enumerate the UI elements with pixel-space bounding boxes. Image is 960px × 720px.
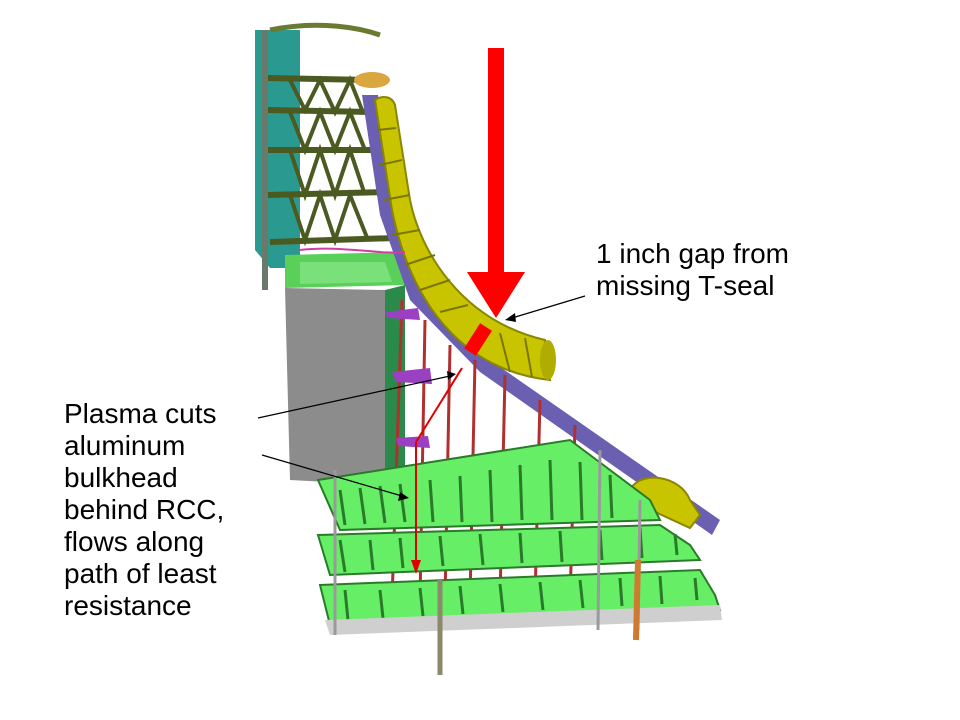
- plasma-annotation: Plasma cuts aluminum bulkhead behind RCC…: [64, 398, 225, 621]
- spar: [362, 95, 720, 535]
- aluminum-bulkhead: [285, 252, 405, 490]
- upper-truss-structure: [255, 22, 396, 290]
- gap-annotation: 1 inch gap from missing T-seal: [596, 238, 789, 301]
- purple-brackets: [299, 247, 432, 448]
- tseal-gap-marker: [464, 323, 492, 356]
- plasma-leader-lines: [257, 371, 456, 501]
- vertical-posts: [333, 449, 642, 675]
- plasma-flow-path: [411, 367, 463, 574]
- impact-arrow: [467, 48, 525, 318]
- gap-leader-line: [505, 295, 586, 322]
- rib-decks: [316, 438, 722, 635]
- rcc-panels: [373, 96, 702, 530]
